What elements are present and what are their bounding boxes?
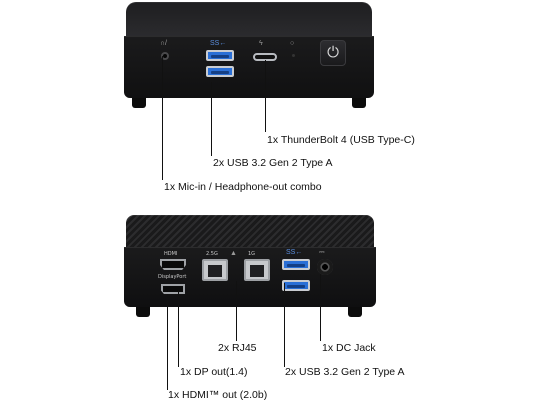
callout-dc-jack: 1x DC Jack xyxy=(322,342,376,354)
callout-thunderbolt: 1x ThunderBolt 4 (USB Type-C) xyxy=(267,134,415,146)
lan-2-5g-label: 2.5G xyxy=(206,251,218,257)
status-led-icon: ○ xyxy=(290,40,295,47)
dc-icon: ⎓ xyxy=(319,249,325,256)
callout-rear-usb: 2x USB 3.2 Gen 2 Type A xyxy=(285,366,405,378)
leader-rj45 xyxy=(236,281,237,341)
usb-logo-icon: SS← xyxy=(210,40,227,47)
audio-icon: ∩/ xyxy=(160,40,167,47)
leader-dp xyxy=(178,291,179,367)
hdmi-port xyxy=(160,259,186,270)
front-foot-right xyxy=(352,98,366,108)
leader-dc-jack xyxy=(320,274,321,341)
front-panel: ∩/ SS← ϟ ○ ⏻ xyxy=(124,36,374,98)
leader-front-usb xyxy=(211,82,212,156)
power-button: ⏻ xyxy=(320,40,346,66)
thunderbolt-icon: ϟ xyxy=(259,40,263,47)
rear-foot-right xyxy=(348,307,362,317)
network-icon: ▲ xyxy=(230,250,237,257)
front-usb-a-port-1 xyxy=(206,50,234,61)
rj45-port-2 xyxy=(244,259,270,281)
callout-audio: 1x Mic-in / Headphone-out combo xyxy=(164,181,322,193)
rear-usb-a-port-1 xyxy=(282,259,310,270)
rear-usb-a-port-2 xyxy=(282,280,310,291)
callout-front-usb: 2x USB 3.2 Gen 2 Type A xyxy=(213,157,333,169)
power-icon: ⏻ xyxy=(327,44,339,61)
rear-foot-left xyxy=(136,307,150,317)
dc-jack-port xyxy=(317,259,333,275)
displayport-label: DisplayPort xyxy=(158,274,187,280)
leader-rear-usb xyxy=(284,283,285,367)
displayport-port xyxy=(161,284,185,294)
callout-hdmi-out: 1x HDMI™ out (2.0b) xyxy=(168,389,268,401)
front-foot-left xyxy=(132,98,146,108)
callout-rj45: 2x RJ45 xyxy=(218,342,257,354)
leader-thunderbolt xyxy=(265,60,266,132)
leader-audio xyxy=(162,56,163,180)
status-led xyxy=(292,54,295,57)
leader-hdmi xyxy=(167,296,168,390)
front-usb-a-port-2 xyxy=(206,66,234,77)
front-device-top xyxy=(126,2,372,36)
hdmi-label: HDMI xyxy=(164,251,178,257)
lan-1g-label: 1G xyxy=(248,251,256,257)
rj45-port-1 xyxy=(202,259,228,281)
rear-panel: HDMI DisplayPort 2.5G ▲ 1G SS← ⎓ xyxy=(124,247,376,307)
rear-device-top xyxy=(126,215,374,247)
callout-dp-out: 1x DP out(1.4) xyxy=(180,366,248,378)
rear-usb-logo-icon: SS← xyxy=(286,249,303,256)
